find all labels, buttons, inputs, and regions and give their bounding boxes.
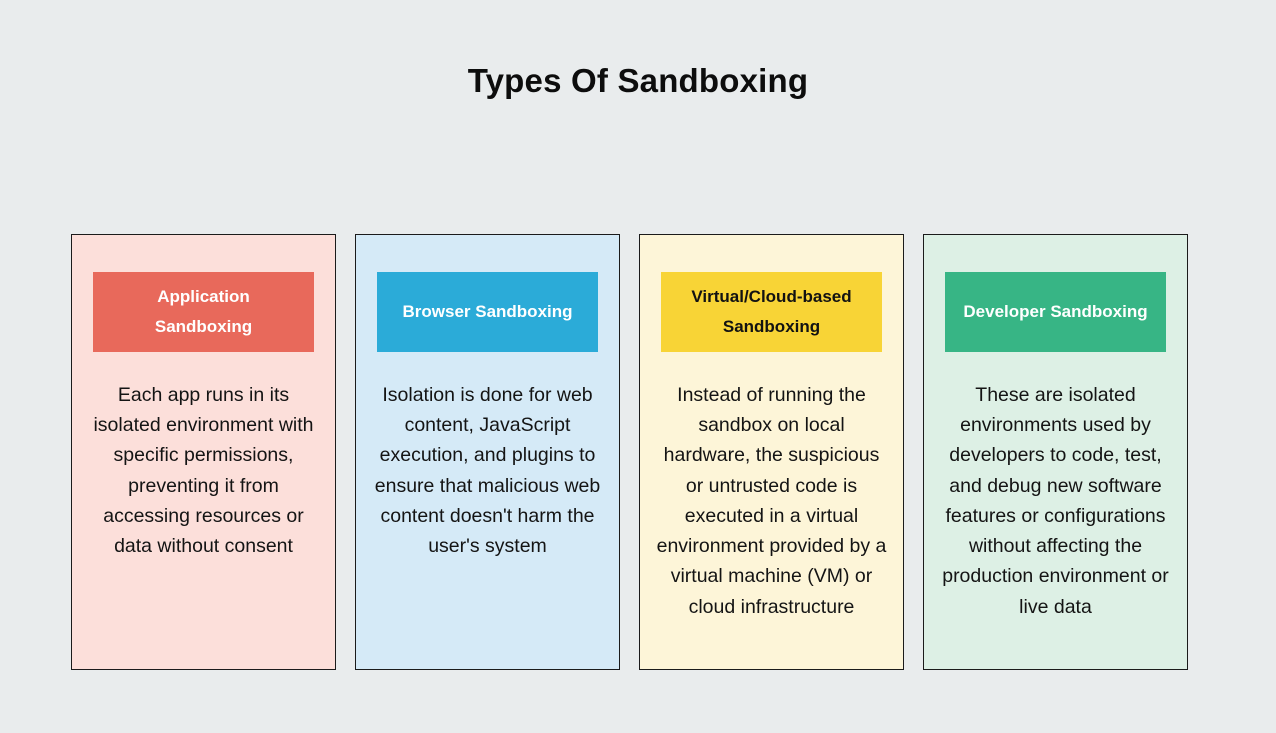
card-developer-sandboxing: Developer Sandboxing These are isolated … [923,234,1188,670]
card-body-developer-sandboxing: These are isolated environments used by … [942,384,1169,618]
card-header-browser-sandboxing: Browser Sandboxing [377,272,598,352]
card-header-virtual-cloud-based-sandboxing: Virtual/Cloud-based Sandboxing [661,272,882,352]
card-body-browser-sandboxing: Isolation is done for web content, JavaS… [374,384,601,558]
card-browser-sandboxing: Browser Sandboxing Isolation is done for… [355,234,620,670]
card-application-sandboxing: Application Sandboxing Each app runs in … [71,234,336,670]
card-body-application-sandboxing: Each app runs in its isolated environmen… [93,384,314,558]
card-header-developer-sandboxing: Developer Sandboxing [945,272,1166,352]
card-header-application-sandboxing: Application Sandboxing [93,272,314,352]
card-body-virtual-cloud-based-sandboxing: Instead of running the sandbox on local … [656,384,887,618]
infographic-page: Types Of Sandboxing Application Sandboxi… [0,62,1276,733]
card-virtual-cloud-based-sandboxing: Virtual/Cloud-based Sandboxing Instead o… [639,234,904,670]
sandboxing-type-cards: Application Sandboxing Each app runs in … [71,234,1188,670]
page-title: Types Of Sandboxing [467,62,809,99]
